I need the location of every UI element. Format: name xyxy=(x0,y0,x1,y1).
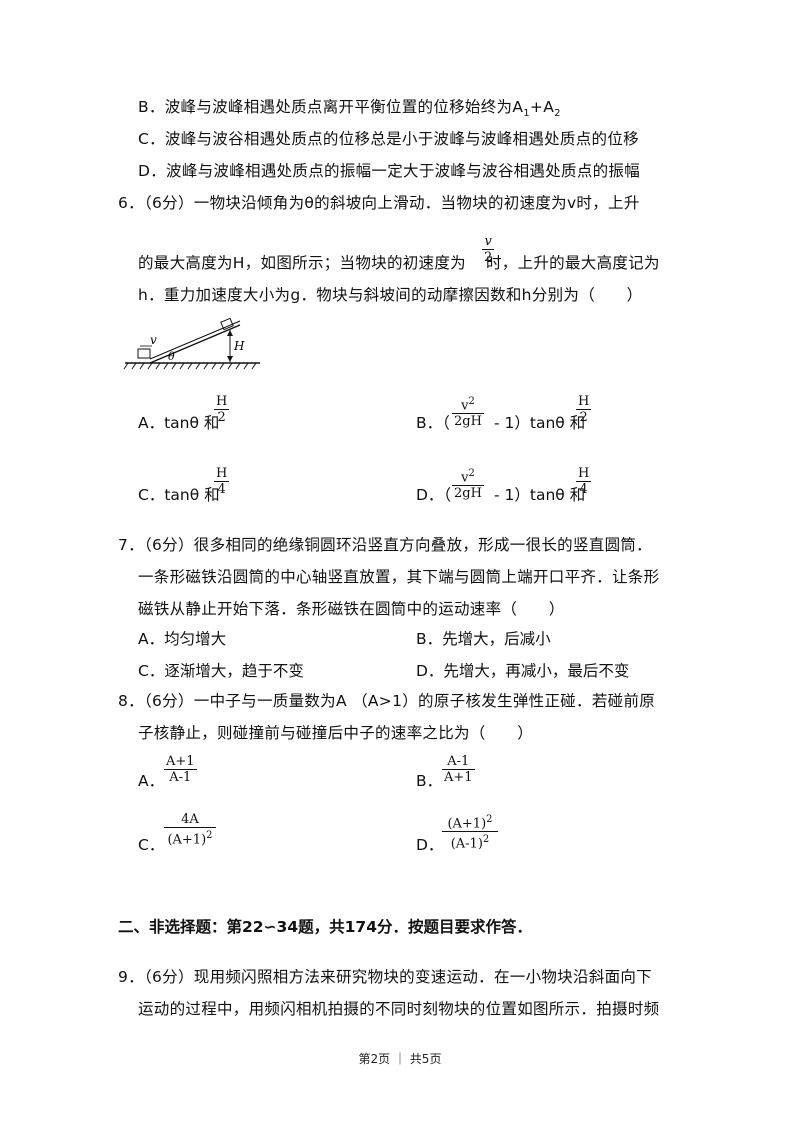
q7-line1: 7．（6分）很多相同的绝缘铜圆环沿竖直方向叠放，形成一很长的竖直圆筒． xyxy=(118,536,652,554)
fig-theta-label: θ xyxy=(168,350,175,363)
q7-option-d[interactable]: D．先增大，再减小，最后不变 xyxy=(416,662,630,680)
prev-option-c: C．波峰与波谷相遇处质点的位移总是小于波峰与波峰相遇处质点的位移 xyxy=(138,130,639,148)
section2-heading: 二、非选择题：第22∽34题，共174分．按题目要求作答． xyxy=(118,918,532,936)
q8-d-frac: (A+1)2(A-1)2 xyxy=(442,812,498,852)
q8-line1: 8．（6分）一中子与一质量数为A （A>1）的原子核发生弹性正碰．若碰前原 xyxy=(118,692,656,710)
q7-option-a[interactable]: A．均匀增大 xyxy=(138,630,227,648)
q8-line2: 子核静止，则碰撞前与碰撞后中子的速率之比为（ ） xyxy=(138,724,534,742)
q7-line3: 磁铁从静止开始下落．条形磁铁在圆筒中的运动速率（ ） xyxy=(138,600,565,618)
q8-option-b[interactable]: B． xyxy=(416,772,443,790)
q9-line2: 运动的过程中，用频闪相机拍摄的不同时刻物块的位置如图所示．拍摄时频 xyxy=(138,1000,660,1018)
q6-option-a[interactable]: A．tanθ 和 xyxy=(138,414,220,432)
block-bottom xyxy=(137,348,151,359)
prev-option-b: B．波峰与波峰相遇处质点离开平衡位置的位移始终为A1+A2 xyxy=(138,98,561,120)
block-top xyxy=(220,317,234,331)
prev-option-d: D．波峰与波峰相遇处质点的振幅一定大于波峰与波谷相遇处质点的振幅 xyxy=(138,162,641,180)
page-footer: 第2页 ｜ 共5页 xyxy=(358,1052,442,1066)
fig-h-label: H xyxy=(233,339,245,353)
q8-option-a[interactable]: A． xyxy=(138,772,165,790)
q6-line3: h．重力加速度大小为g．物块与斜坡间的动摩擦因数和h分别为（ ） xyxy=(138,286,643,304)
q8-option-d[interactable]: D． xyxy=(416,836,444,854)
q6-d-mid: - 1）tanθ 和 xyxy=(494,486,586,504)
q6-option-b[interactable]: B．（ xyxy=(416,414,450,432)
q7-option-b[interactable]: B．先增大，后减小 xyxy=(416,630,551,648)
q7-line2: 一条形磁铁沿圆筒的中心轴竖直放置，其下端与圆筒上端开口平齐．让条形 xyxy=(138,568,660,586)
q8-c-frac: 4A(A+1)2 xyxy=(164,812,216,847)
q6-option-d[interactable]: D．（ xyxy=(416,486,452,504)
q6-line1: 6．（6分）一物块沿倾角为θ的斜坡向上滑动．当物块的初速度为v时，上升 xyxy=(118,194,640,212)
q9-line1: 9．（6分）现用频闪照相方法来研究物块的变速运动．在一小物块沿斜面向下 xyxy=(118,968,652,986)
incline-figure: v θ H xyxy=(123,317,260,370)
q7-option-c[interactable]: C．逐渐增大，趋于不变 xyxy=(138,662,304,680)
fig-v-label: v xyxy=(150,333,157,347)
q6-b-mid: - 1）tanθ 和 xyxy=(494,414,586,432)
q6-line2: 的最大高度为H，如图所示；当物块的初速度为时，上升的最大高度记为 xyxy=(138,254,660,272)
q6-option-c[interactable]: C．tanθ 和 xyxy=(138,486,220,504)
q8-option-c[interactable]: C． xyxy=(138,836,165,854)
